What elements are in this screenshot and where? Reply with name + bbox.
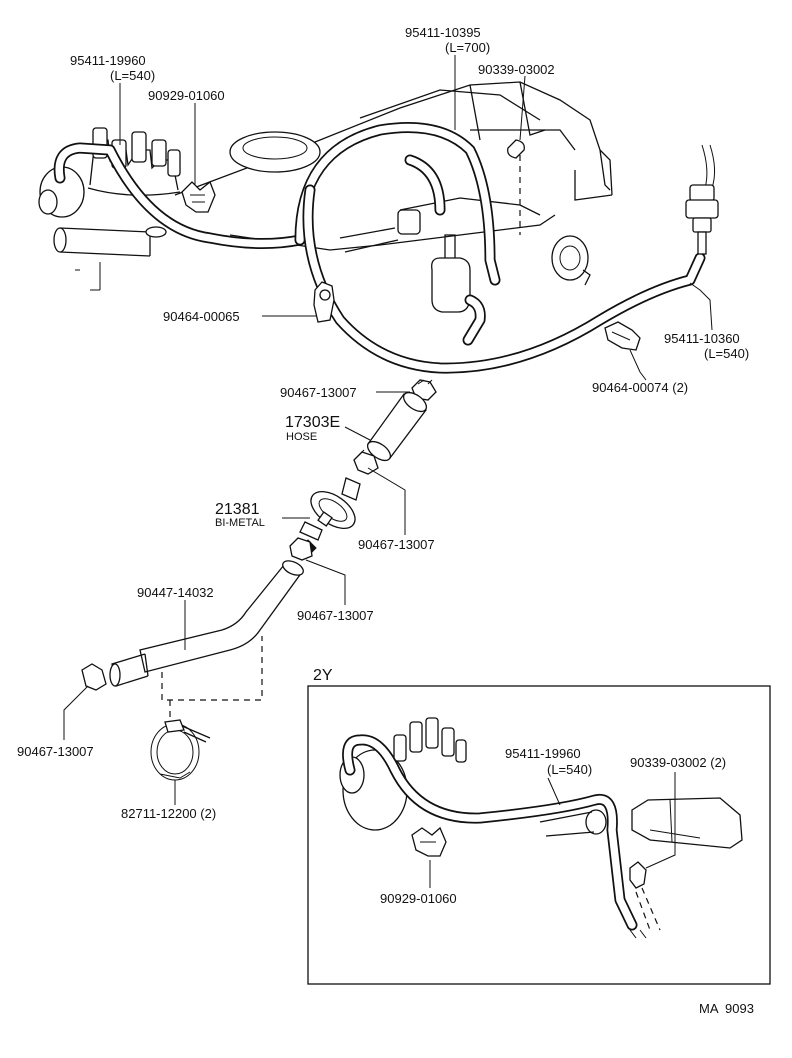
label-hose-95411-10360: 95411-10360 <box>664 331 740 346</box>
clamp-90467-13007-lower <box>289 537 313 561</box>
clamp-90467-13007-mid <box>353 449 379 475</box>
label-band-82711-12200: 82711-12200 (2) <box>121 806 216 821</box>
hose-17303E <box>366 391 428 462</box>
inset-leader-lines <box>429 772 676 888</box>
label-valve-21381: 21381 <box>215 501 260 518</box>
vacuum-switch <box>685 144 719 255</box>
label-clamp-90929-01060: 90929-01060 <box>148 88 225 103</box>
label-hose-95411-10360-length: (L=540) <box>704 346 749 361</box>
label-hose-17303E-desc: HOSE <box>286 431 317 443</box>
label-clip-90464-00074: 90464-00074 (2) <box>592 380 688 395</box>
inset-clamp-90929-01060 <box>411 826 447 857</box>
inset-frame <box>307 685 771 985</box>
label-hose-95411-10395: 95411-10395 <box>405 25 481 40</box>
clamp-90467-13007-left <box>81 663 107 691</box>
hose-90447-14032 <box>109 560 304 687</box>
label-hose-17303E: 17303E <box>285 414 340 431</box>
cap-90339-03002 <box>507 139 525 159</box>
label-clamp-90467-13007-top: 90467-13007 <box>280 385 357 400</box>
hose-95411-19960 <box>53 142 306 250</box>
label-clip-90464-00065: 90464-00065 <box>163 309 240 324</box>
band-82711-12200 <box>150 719 211 781</box>
label-cap-90339-03002: 90339-03002 <box>478 62 555 77</box>
clip-90464-00065 <box>313 281 335 323</box>
label-hose-90447-14032: 90447-14032 <box>137 585 214 600</box>
label-inset-cap-90339-03002: 90339-03002 (2) <box>630 755 726 770</box>
engine-outline <box>38 81 613 346</box>
label-inset-clamp-90929-01060: 90929-01060 <box>380 891 457 906</box>
inset-fitting <box>539 797 743 849</box>
label-inset-hose-95411-19960: 95411-19960 <box>505 746 581 761</box>
inset-hose-95411-19960 <box>342 734 638 931</box>
label-hose-95411-10395-length: (L=700) <box>445 40 490 55</box>
leader-lines <box>63 55 713 805</box>
leader-dashed-band <box>161 636 263 701</box>
clip-90464-00074 <box>604 321 641 351</box>
valve-21381 <box>299 477 361 553</box>
inset-cap-90339-03002 <box>629 861 661 939</box>
label-clamp-90467-13007-lower: 90467-13007 <box>297 608 374 623</box>
label-clamp-90467-13007-left: 90467-13007 <box>17 744 94 759</box>
label-valve-21381-desc: BI-METAL <box>215 517 265 529</box>
inset-title: 2Y <box>313 667 333 684</box>
hose-loop-long <box>302 184 706 374</box>
label-hose-95411-19960-length: (L=540) <box>110 68 155 83</box>
label-clamp-90467-13007-mid: 90467-13007 <box>358 537 435 552</box>
label-inset-hose-95411-19960-length: (L=540) <box>547 762 592 777</box>
hose-95411-10395 <box>294 122 501 286</box>
figure-id: MA 9093 <box>699 1001 754 1016</box>
label-hose-95411-19960: 95411-19960 <box>70 53 146 68</box>
